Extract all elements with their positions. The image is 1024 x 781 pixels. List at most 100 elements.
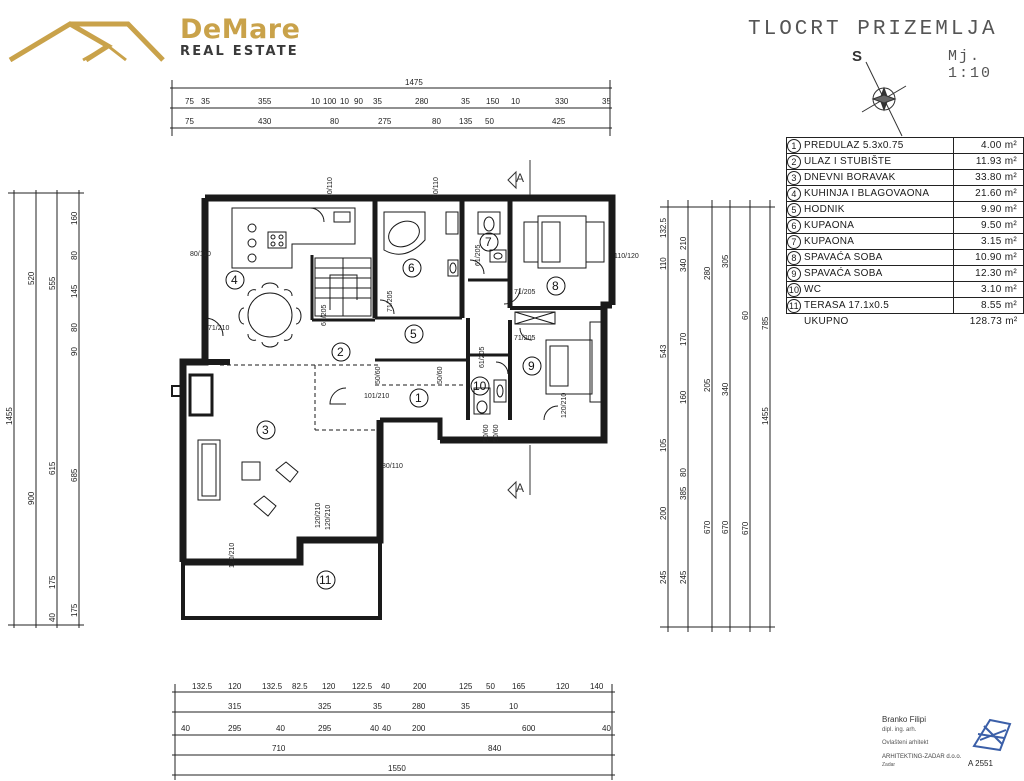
svg-text:61/205: 61/205: [479, 346, 486, 368]
svg-text:140: 140: [590, 682, 604, 691]
top-dimension-lines: [170, 80, 612, 136]
svg-text:5: 5: [410, 327, 417, 341]
bottom-dimension-lines: [172, 684, 615, 780]
legend-room-area: 10.90 m²: [952, 249, 1024, 266]
svg-text:275: 275: [378, 117, 392, 126]
svg-text:35: 35: [602, 97, 611, 106]
svg-text:10: 10: [473, 379, 487, 393]
svg-text:200: 200: [659, 506, 668, 520]
svg-text:340: 340: [679, 258, 688, 272]
legend-room-number: 2: [786, 153, 801, 170]
svg-text:110: 110: [659, 257, 668, 270]
legend-room-name: WC: [801, 281, 954, 298]
opening-labels: 80/110 80/110 50/110 110/120 71/210 61/2…: [190, 177, 639, 568]
legend-room-name: HODNIK: [801, 201, 954, 218]
svg-text:120: 120: [556, 682, 570, 691]
svg-text:40: 40: [602, 724, 611, 733]
svg-text:71/205: 71/205: [514, 289, 536, 296]
dim-top-overall: 1475: [405, 78, 423, 87]
svg-text:10: 10: [311, 97, 320, 106]
svg-text:245: 245: [659, 570, 668, 584]
brand-subtitle: REAL ESTATE: [180, 44, 299, 59]
svg-text:1: 1: [415, 391, 422, 405]
svg-text:75: 75: [185, 117, 194, 126]
svg-text:710: 710: [272, 744, 286, 753]
svg-text:120: 120: [228, 682, 242, 691]
bathroom-fixtures: [383, 211, 507, 415]
svg-text:132.5: 132.5: [659, 217, 668, 238]
svg-text:80: 80: [432, 117, 441, 126]
legend-room-area: 11.93 m²: [952, 153, 1024, 170]
svg-text:175: 175: [70, 603, 79, 617]
svg-text:40: 40: [382, 724, 391, 733]
svg-text:385: 385: [679, 486, 688, 500]
svg-text:295: 295: [318, 724, 332, 733]
svg-text:50: 50: [486, 682, 495, 691]
svg-text:132.5: 132.5: [192, 682, 213, 691]
svg-text:120/210: 120/210: [325, 505, 332, 530]
svg-text:35: 35: [461, 97, 470, 106]
legend-room-name: SPAVAĆA SOBA: [801, 265, 954, 282]
section-markers: [507, 160, 531, 500]
living-room-furniture: [197, 439, 299, 517]
svg-text:100: 100: [323, 97, 337, 106]
svg-text:A: A: [516, 171, 524, 185]
room-marker-11: 11: [316, 570, 336, 590]
svg-text:160: 160: [70, 211, 79, 225]
left-dimension-lines: [8, 190, 84, 628]
legend-room-area: 9.90 m²: [952, 201, 1024, 218]
room-marker-5: 5: [404, 324, 424, 344]
svg-text:10: 10: [509, 702, 518, 711]
svg-text:430: 430: [258, 117, 272, 126]
left-dimension-text: 1455 520 555 615 685 175 900 160 80 145 …: [5, 211, 79, 622]
svg-text:210: 210: [679, 236, 688, 250]
legend-room-name: KUPAONA: [801, 233, 954, 250]
svg-text:125: 125: [459, 682, 473, 691]
svg-text:80: 80: [70, 251, 79, 260]
brand-logo: DeMare REAL ESTATE: [8, 14, 328, 64]
svg-text:555: 555: [48, 276, 57, 290]
legend-room-name: SPAVAĆA SOBA: [801, 249, 954, 266]
legend-room-name: PREDULAZ 5.3x0.75: [801, 137, 954, 154]
architect-name: Branko Filipi: [882, 715, 927, 724]
svg-text:175: 175: [48, 575, 57, 589]
svg-text:50/60: 50/60: [375, 366, 382, 384]
legend-room-number: 6: [786, 217, 801, 234]
svg-text:165: 165: [512, 682, 526, 691]
svg-text:A: A: [516, 481, 524, 495]
svg-text:615: 615: [48, 461, 57, 475]
svg-text:170: 170: [679, 332, 688, 346]
svg-text:35: 35: [201, 97, 210, 106]
svg-text:10: 10: [340, 97, 349, 106]
legend-room-area: 8.55 m²: [952, 297, 1024, 314]
svg-text:80/110: 80/110: [327, 177, 334, 198]
staircase: [314, 257, 372, 317]
svg-text:40: 40: [181, 724, 190, 733]
svg-text:132.5: 132.5: [262, 682, 283, 691]
section-labels: A A: [516, 171, 524, 495]
svg-text:330: 330: [555, 97, 569, 106]
legend-room-area: 9.50 m²: [952, 217, 1024, 234]
right-dimension-text: 132.5 110 543 105 200 245 210 340 170 16…: [659, 217, 770, 584]
room-number-markers: 1 2 3 4 5 6 7 8 9 10 11: [225, 232, 566, 590]
legend-total-area: 128.73 m²: [969, 316, 1018, 327]
legend-room-name: KUPAONA: [801, 217, 954, 234]
legend-room-number: 10: [786, 281, 801, 298]
plan-scale: Mj. 1:10: [948, 48, 993, 82]
svg-text:50: 50: [485, 117, 494, 126]
room-marker-9: 9: [522, 356, 542, 376]
svg-text:305: 305: [721, 254, 730, 268]
svg-text:1455: 1455: [5, 407, 14, 425]
door-swings: [204, 207, 559, 421]
svg-text:80: 80: [70, 323, 79, 332]
architect-role: Ovlašteni arhitekt: [882, 740, 929, 746]
svg-text:101/210: 101/210: [364, 393, 389, 400]
